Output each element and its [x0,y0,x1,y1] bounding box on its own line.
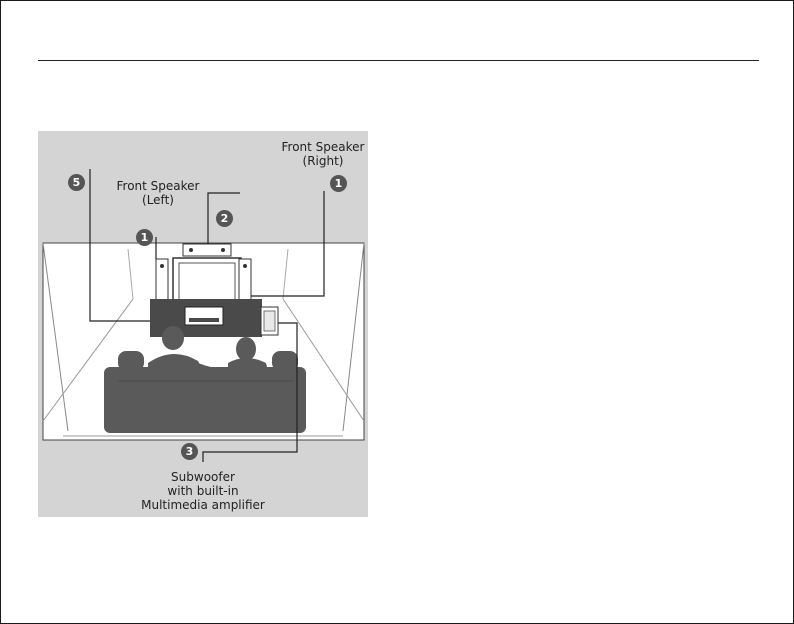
person-left-head [162,326,184,350]
subwoofer-label-line2: with built-in [128,484,278,498]
sofa [104,367,306,433]
header-rule [38,60,759,61]
subwoofer-badge: 3 [181,443,198,460]
front-left-badge: 1 [136,229,153,246]
center-badge: 2 [216,210,233,227]
front-left-label: Front Speaker (Left) [108,179,208,207]
speaker-placement-illustration: 5 1 2 1 3 Front Speaker (Right) Front Sp… [38,131,368,517]
rear-left-badge: 5 [68,174,85,191]
front-right-badge: 1 [330,175,347,192]
front-left-label-line2: (Left) [108,193,208,207]
subwoofer-label-line3: Multimedia amplifier [128,498,278,512]
subwoofer-label: Subwoofer with built-in Multimedia ampli… [128,470,278,512]
front-left-label-line1: Front Speaker [108,179,208,193]
subwoofer-label-line1: Subwoofer [128,470,278,484]
front-right-label-line2: (Right) [273,154,368,168]
front-right-label: Front Speaker (Right) [273,140,368,168]
front-right-label-line1: Front Speaker [273,140,368,154]
person-right-head [236,337,256,361]
